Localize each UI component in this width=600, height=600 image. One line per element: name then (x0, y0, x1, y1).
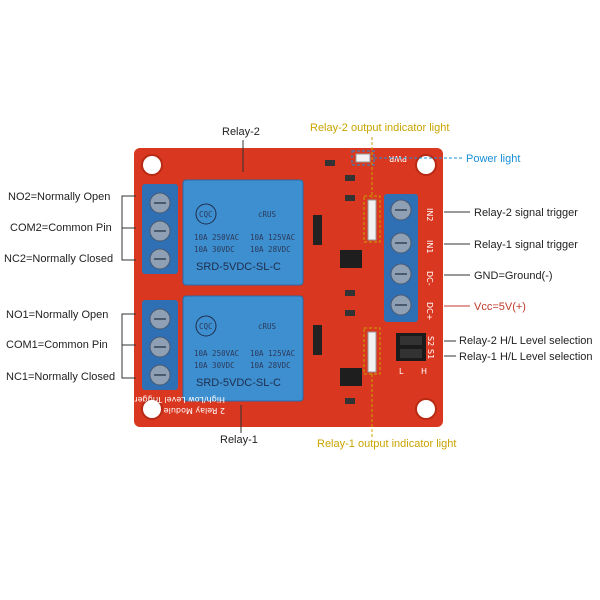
optocoupler-2 (340, 250, 362, 268)
resistor (345, 398, 355, 404)
label-com2: COM2=Common Pin (10, 222, 112, 234)
jumper-header (396, 333, 426, 361)
pwr-silk: PWR (388, 154, 407, 163)
label-vcc: Vcc=5V(+) (474, 301, 526, 313)
svg-text:cRUS: cRUS (258, 322, 277, 331)
svg-text:SRD-5VDC-SL-C: SRD-5VDC-SL-C (196, 377, 281, 389)
svg-text:10A 250VAC: 10A 250VAC (194, 349, 239, 358)
label-relay2-trigger: Relay-2 signal trigger (474, 207, 578, 219)
silk-trigger-name: High/Low Level Trigger (134, 395, 225, 404)
svg-text:10A 250VAC: 10A 250VAC (194, 233, 239, 242)
cqc-logo-icon (195, 315, 217, 337)
relay2-indicator-led (367, 199, 377, 241)
svg-text:10A 30VDC: 10A 30VDC (194, 361, 235, 370)
pin-h-silk: H (421, 367, 427, 376)
pin-s1-silk: S1 (426, 349, 435, 359)
svg-text:cRUS: cRUS (258, 210, 277, 219)
cqc-logo-icon (195, 203, 217, 225)
mounting-hole-tr (415, 154, 437, 176)
label-no2: NO2=Normally Open (8, 191, 110, 203)
label-relay1-hl: Relay-1 H/L Level selection (459, 351, 593, 363)
terminal-block-relay2 (142, 184, 178, 274)
optocoupler-1 (340, 368, 362, 386)
label-relay2-hl: Relay-2 H/L Level selection (459, 335, 593, 347)
terminal-block-relay1 (142, 300, 178, 390)
pin-in2-silk: IN2 (425, 208, 434, 221)
label-relay2-indicator: Relay-2 output indicator light (310, 122, 449, 134)
diode-1 (313, 325, 322, 355)
relay-1-body: CQC cRUS 10A 250VAC 10A 30VDC 10A 125VAC… (182, 295, 304, 402)
pin-dcp-silk: DC+ (425, 302, 434, 320)
svg-text:10A 125VAC: 10A 125VAC (250, 349, 295, 358)
label-power-light: Power light (466, 153, 520, 165)
svg-text:10A 125VAC: 10A 125VAC (250, 233, 295, 242)
resistor (345, 175, 355, 181)
mounting-hole-br (415, 398, 437, 420)
pin-in1-silk: IN1 (425, 240, 434, 253)
mounting-hole-bl (141, 398, 163, 420)
pin-dcm-silk: DC- (425, 271, 434, 286)
label-relay1-trigger: Relay-1 signal trigger (474, 239, 578, 251)
diode-2 (313, 215, 322, 245)
label-com1: COM1=Common Pin (6, 339, 108, 351)
label-nc2: NC2=Normally Closed (4, 253, 113, 265)
pin-l-silk: L (399, 367, 404, 376)
input-terminal-block (384, 194, 418, 322)
resistor (345, 195, 355, 201)
label-relay2: Relay-2 (222, 126, 260, 138)
resistor (325, 160, 335, 166)
resistor (345, 290, 355, 296)
svg-text:SRD-5VDC-SL-C: SRD-5VDC-SL-C (196, 261, 281, 273)
silk-module-name: 2 Relay Module (164, 406, 225, 415)
relay-2-body: CQC cRUS 10A 250VAC 10A 30VDC 10A 125VAC… (182, 179, 304, 286)
label-gnd: GND=Ground(-) (474, 270, 553, 282)
pin-s2-silk: S2 (426, 336, 435, 346)
label-nc1: NC1=Normally Closed (6, 371, 115, 383)
label-no1: NO1=Normally Open (6, 309, 108, 321)
power-led (355, 153, 371, 163)
svg-text:10A 30VDC: 10A 30VDC (194, 245, 235, 254)
svg-text:10A 28VDC: 10A 28VDC (250, 361, 291, 370)
label-relay1: Relay-1 (220, 434, 258, 446)
svg-text:CQC: CQC (199, 210, 213, 219)
relay1-indicator-led (367, 331, 377, 373)
resistor (345, 310, 355, 316)
label-relay1-indicator: Relay-1 output indicator light (317, 438, 456, 450)
mounting-hole-tl (141, 154, 163, 176)
svg-text:10A 28VDC: 10A 28VDC (250, 245, 291, 254)
svg-text:CQC: CQC (199, 322, 213, 331)
